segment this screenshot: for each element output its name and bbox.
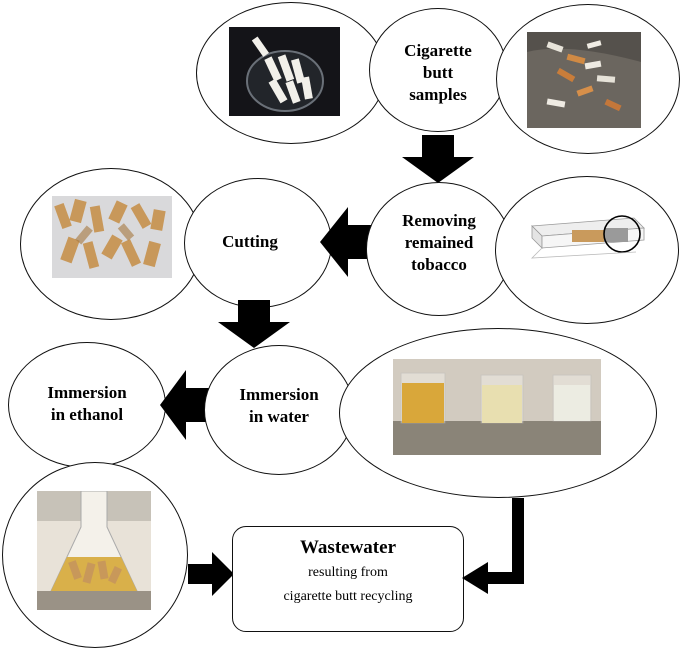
filter-diagram-photo bbox=[526, 206, 650, 264]
node-label-immersion-water: Immersion in water bbox=[204, 384, 354, 428]
beakers-photo bbox=[393, 359, 601, 455]
node-ellipse-cutting bbox=[184, 178, 332, 308]
immersion-ethanol-line-1: Immersion bbox=[47, 383, 127, 402]
immersion-water-line-1: Immersion bbox=[239, 385, 319, 404]
beakers-image bbox=[393, 359, 601, 455]
arrow-right-1 bbox=[188, 552, 234, 596]
ground-butts-image bbox=[527, 32, 641, 128]
node-ellipse-removing bbox=[366, 182, 512, 316]
filter-diagram-image bbox=[526, 206, 650, 264]
arrow-down-1 bbox=[402, 135, 474, 183]
arrow-down-2 bbox=[218, 300, 290, 348]
wastewater-title: Wastewater bbox=[299, 537, 397, 558]
immersion-water-line-2: in water bbox=[249, 407, 309, 426]
samples-line-3: samples bbox=[409, 85, 467, 104]
arrow-left-2 bbox=[160, 370, 210, 440]
node-ellipse-immersion-water bbox=[204, 345, 354, 475]
node-label-removing: Removing remained tobacco bbox=[366, 210, 512, 276]
arrow-elbow-beakers-to-wastewater bbox=[462, 498, 524, 594]
petri-dish-photo bbox=[229, 27, 340, 116]
samples-line-1: Cigarette bbox=[404, 41, 472, 60]
ground-butts-photo bbox=[527, 32, 641, 128]
immersion-ethanol-line-2: in ethanol bbox=[50, 405, 124, 424]
wastewater-line-2: cigarette butt recycling bbox=[283, 589, 413, 604]
removing-line-2: remained bbox=[404, 233, 474, 252]
cutting-line-1: Cutting bbox=[222, 232, 278, 251]
flask-image bbox=[37, 491, 151, 610]
node-label-cutting: Cutting bbox=[184, 231, 316, 253]
node-ellipse-immersion-ethanol bbox=[8, 342, 166, 468]
node-ellipse-samples bbox=[369, 8, 507, 132]
wastewater-box: Wastewater resulting from cigarette butt… bbox=[232, 526, 464, 632]
arrow-left-1 bbox=[320, 207, 376, 277]
cut-pieces-photo bbox=[52, 196, 172, 278]
flask-photo bbox=[37, 491, 151, 610]
cut-pieces-image bbox=[52, 196, 172, 278]
node-label-immersion-ethanol: Immersion in ethanol bbox=[8, 382, 166, 426]
node-label-samples: Cigarette butt samples bbox=[369, 40, 507, 106]
removing-line-1: Removing bbox=[402, 211, 476, 230]
wastewater-line-1: resulting from bbox=[308, 565, 388, 580]
removing-line-3: tobacco bbox=[411, 255, 467, 274]
petri-dish-image bbox=[229, 27, 340, 116]
samples-line-2: butt bbox=[422, 63, 454, 82]
